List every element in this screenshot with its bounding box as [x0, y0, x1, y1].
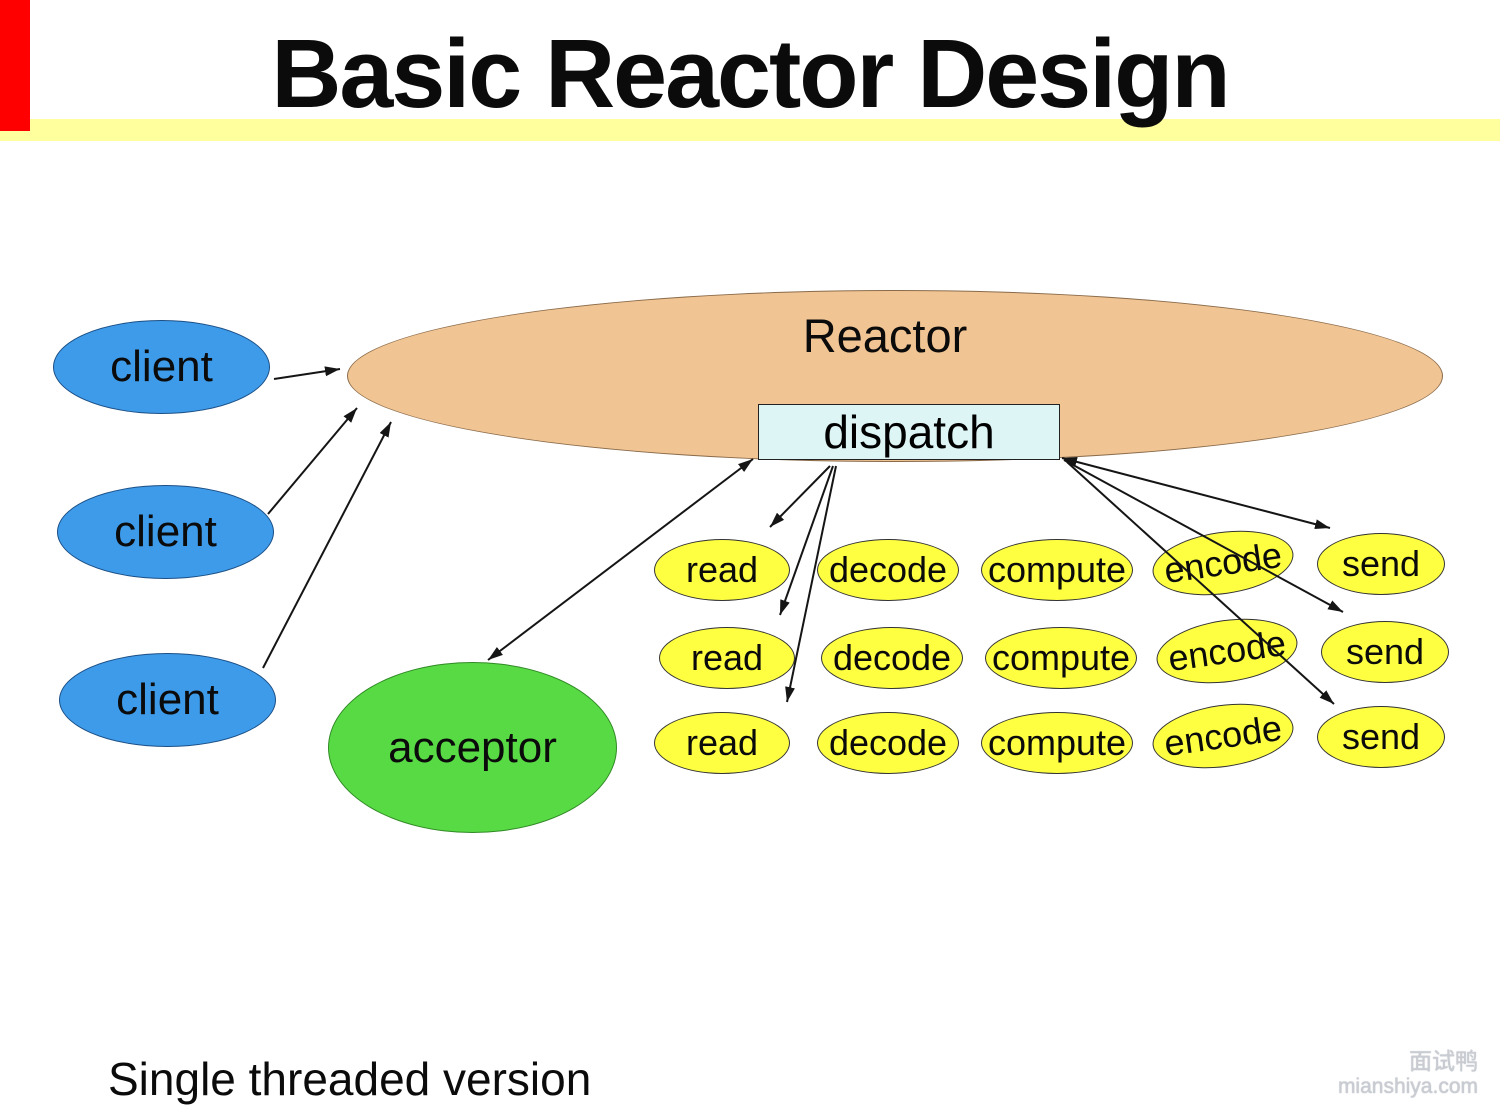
stage-send-ellipse: send: [1321, 621, 1449, 683]
acceptor-ellipse: acceptor: [328, 662, 617, 833]
client-ellipse-2: client: [57, 485, 274, 579]
page-title: Basic Reactor Design: [271, 19, 1230, 128]
stage-read-ellipse: read: [654, 712, 790, 774]
stage-encode-ellipse: encode: [1148, 695, 1298, 777]
arrow-dispatch-to-read2: [779, 465, 834, 616]
stage-decode-ellipse: decode: [817, 539, 959, 601]
stage-decode-ellipse: decode: [817, 712, 959, 774]
arrow-client2-to-reactor: [267, 407, 358, 515]
stage-compute-ellipse: compute: [985, 627, 1137, 689]
stage-send-ellipse: send: [1317, 533, 1445, 595]
watermark-brand: 面试鸭: [1409, 1048, 1478, 1074]
stage-read-ellipse: read: [654, 539, 790, 601]
red-strip: [0, 0, 30, 131]
stage-compute-ellipse: compute: [981, 539, 1133, 601]
stage-decode-ellipse: decode: [821, 627, 963, 689]
arrow-dispatch-to-send1: [1061, 456, 1331, 530]
stage-encode-ellipse: encode: [1148, 522, 1298, 604]
stage-send-ellipse: send: [1317, 706, 1445, 768]
title-underline-bar: [0, 119, 1500, 141]
footer-caption: Single threaded version: [108, 1053, 592, 1105]
stage-compute-ellipse: compute: [981, 712, 1133, 774]
arrow-client1-to-reactor: [273, 366, 341, 380]
stage-read-ellipse: read: [659, 627, 795, 689]
client-ellipse-3: client: [59, 653, 276, 747]
arrow-dispatch-to-read1: [769, 465, 831, 528]
client-ellipse-1: client: [53, 320, 270, 414]
watermark: 面试鸭 mianshiya.com: [1338, 1048, 1478, 1100]
reactor-label: Reactor: [802, 309, 968, 362]
stage-encode-ellipse: encode: [1152, 610, 1302, 692]
watermark-site: mianshiya.com: [1337, 1075, 1478, 1098]
dispatch-box: dispatch: [758, 404, 1060, 460]
arrow-client3-to-reactor: [262, 421, 392, 669]
